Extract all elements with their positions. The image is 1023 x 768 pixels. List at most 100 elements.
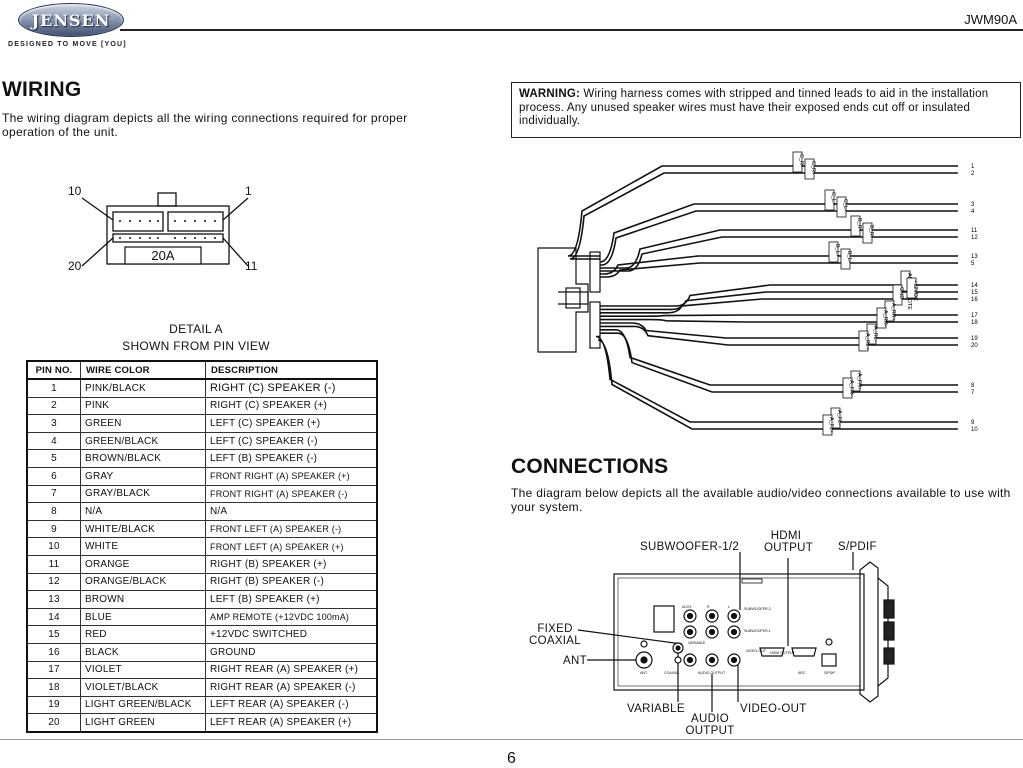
pin-number: 15: [27, 625, 81, 644]
harness-wire-label: B_L+: [834, 244, 840, 257]
pin-1-label: 1: [245, 184, 252, 198]
header-divider: [120, 29, 1023, 31]
wire-color: GRAY/BLACK: [80, 484, 206, 503]
pin-number: 17: [27, 660, 81, 679]
header-pin-no: PIN NO.: [27, 361, 81, 380]
panel-label-hdmi: HDMI OUTPUT: [770, 651, 796, 655]
harness-wire: [600, 262, 958, 278]
model-number: JWM90A: [964, 12, 1017, 27]
panel-label-arc: ARC: [798, 671, 806, 675]
callout-hdmi: HDMI OUTPUT: [764, 530, 813, 554]
harness-wire-tag: [850, 215, 861, 237]
harness-wire: [600, 322, 958, 339]
harness-pin-number: 10: [971, 427, 978, 433]
wire-color: GREEN: [80, 414, 206, 433]
wire-color: N/A: [80, 502, 206, 521]
harness-wire-tag: [840, 248, 851, 270]
wire-description: RIGHT (C) SPEAKER (+): [205, 396, 377, 415]
wire-color: VIOLET/BLACK: [80, 678, 206, 697]
header-wire-color: WIRE COLOR: [80, 361, 206, 380]
harness-wire: [600, 332, 958, 393]
wire-color: VIOLET: [80, 660, 206, 679]
harness-wire: [600, 325, 958, 346]
harness-wire-tag: [824, 189, 835, 211]
panel-label-l: L: [728, 605, 730, 609]
harness-pin-number: 11: [971, 228, 978, 234]
wire-color: LIGHT GREEN/BLACK: [80, 695, 206, 714]
wire-description: LEFT (B) SPEAKER (-): [205, 449, 377, 468]
warning-text: Wiring harness comes with stripped and t…: [519, 88, 989, 127]
harness-pin-number: 15: [971, 290, 978, 296]
harness-wire-tag: [892, 284, 903, 306]
harness-pin-number: 4: [971, 209, 975, 215]
detail-caption-1: DETAIL A: [169, 322, 223, 336]
panel-label-audio-output: AUDIO OUTPUT: [698, 671, 726, 675]
warning-box: WARNING: Wiring harness comes with strip…: [511, 82, 1021, 138]
wire-color: ORANGE/BLACK: [80, 572, 206, 591]
pin-number: 3: [27, 414, 81, 433]
harness-wire-label: C_L-: [842, 199, 848, 211]
wire-color: WHITE/BLACK: [80, 519, 206, 538]
pin-table-header: PIN NO. WIRE COLOR DESCRIPTION: [27, 361, 377, 380]
harness-wire: [600, 318, 958, 323]
panel-label-sub1: SUBWOOFER-1: [744, 629, 771, 633]
wire-description: LEFT (C) SPEAKER (+): [205, 414, 377, 433]
detail-caption-2: SHOWN FROM PIN VIEW: [122, 339, 270, 353]
pin-number: 12: [27, 572, 81, 591]
wire-color: GRAY: [80, 466, 206, 486]
harness-wire-label: B_L-: [846, 251, 852, 263]
harness-wire-tag: [858, 330, 869, 352]
pin-number: 18: [27, 678, 81, 697]
connections-intro: The diagram below depicts all the availa…: [511, 486, 1011, 514]
pin-number: 11: [27, 554, 81, 574]
harness-wire-tag: [842, 377, 853, 399]
harness-wire-tag: [822, 414, 833, 436]
wire-description: N/A: [205, 502, 377, 521]
pin-number: 19: [27, 695, 81, 714]
pin-10-label: 10: [68, 184, 82, 198]
harness-wire: [600, 229, 958, 269]
pin-number: 4: [27, 431, 81, 450]
pin-number: 1: [27, 378, 81, 398]
harness-pin-number: 7: [971, 390, 975, 396]
harness-wire: [600, 314, 958, 317]
callout-ant: ANT: [563, 655, 587, 667]
harness-wire-label: C_R-: [798, 154, 804, 167]
wire-description: RIGHT (B) SPEAKER (+): [205, 554, 377, 574]
harness-wire: [569, 172, 958, 260]
wiring-title: WIRING: [2, 78, 82, 101]
wire-description: RIGHT (B) SPEAKER (-): [205, 572, 377, 591]
harness-wire-label: C_R+: [810, 161, 816, 175]
rear-panel-diagram: AUX3 R L SUBWOOFER-2 SUBWOOFER-1 VARIABL…: [578, 552, 895, 712]
callout-audio-line2: OUTPUT: [685, 725, 735, 737]
header-description: DESCRIPTION: [205, 361, 377, 380]
callout-fixed-coaxial: FIXED COAXIAL: [528, 623, 582, 647]
harness-pin-number: 13: [971, 254, 978, 260]
harness-wire-label: GND: [898, 287, 904, 299]
callout-fixed-line1: FIXED: [537, 623, 573, 635]
wire-description: FRONT LEFT (A) SPEAKER (-): [205, 519, 377, 538]
panel-label-r: R: [707, 605, 710, 609]
wire-description: +12VDC SWITCHED: [205, 625, 377, 644]
harness-pin-number: 8: [971, 383, 975, 389]
harness-wire-tag: [906, 277, 917, 299]
harness-wire-label: +12VDC: [912, 280, 918, 301]
harness-pin-number: 5: [971, 261, 975, 267]
panel-label-aux: AUX3: [682, 605, 691, 609]
harness-wire-label: B_R-: [868, 225, 874, 238]
pin-number: 10: [27, 537, 81, 556]
callout-video-out: VIDEO-OUT: [740, 703, 807, 715]
pin-number: 20: [27, 713, 81, 732]
harness-wire-label: C_L+: [830, 192, 836, 205]
harness-pin-number: 17: [971, 313, 978, 319]
